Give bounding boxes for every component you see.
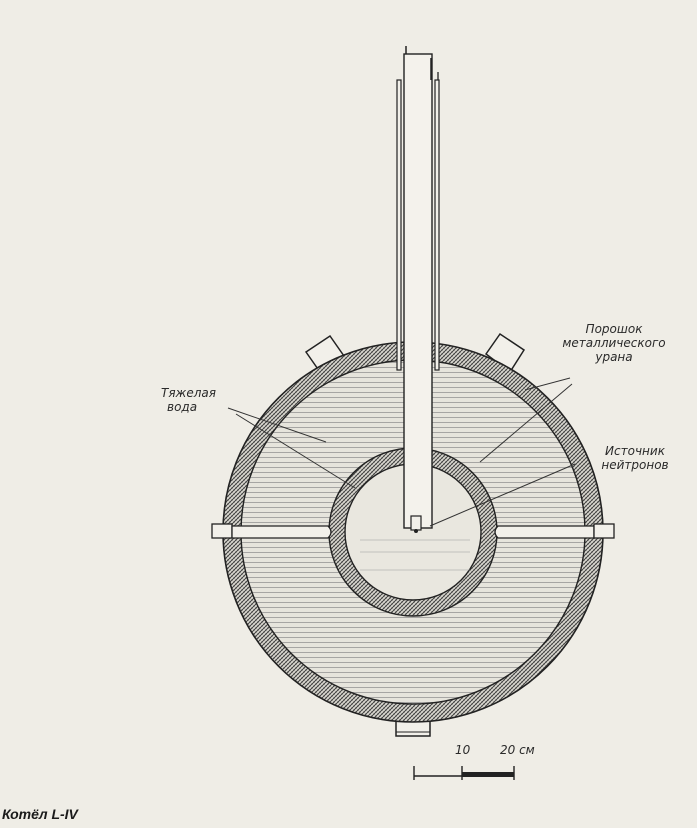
heavy-water-label-line2: вода (167, 400, 198, 414)
uranium-label-line2: металлического (562, 336, 666, 350)
uranium-label: Порошок металлического урана (544, 322, 684, 364)
scale-tick-20: 20 см (500, 743, 535, 757)
uranium-label-line1: Порошок (585, 322, 643, 336)
label-leaders (227, 377, 576, 527)
heavy-water-label: Тяжелая вода (161, 386, 231, 414)
neutron-source (410, 515, 422, 533)
figure-caption: Котёл L-IV (2, 806, 78, 822)
neutron-source-label-line2: нейтронов (601, 458, 669, 472)
scale-tick-10: 10 (455, 743, 471, 757)
left-side-pipe (211, 523, 332, 539)
right-side-pipe (494, 523, 615, 539)
core-water-lines (360, 539, 470, 571)
neutron-source-label-line1: Источник (605, 444, 665, 458)
neutron-source-label: Источник нейтронов (585, 444, 685, 472)
uranium-label-line3: урана (595, 350, 633, 364)
central-tube (396, 46, 440, 529)
heavy-water-label-line1: Тяжелая (161, 386, 216, 400)
scale-bar (413, 766, 515, 780)
